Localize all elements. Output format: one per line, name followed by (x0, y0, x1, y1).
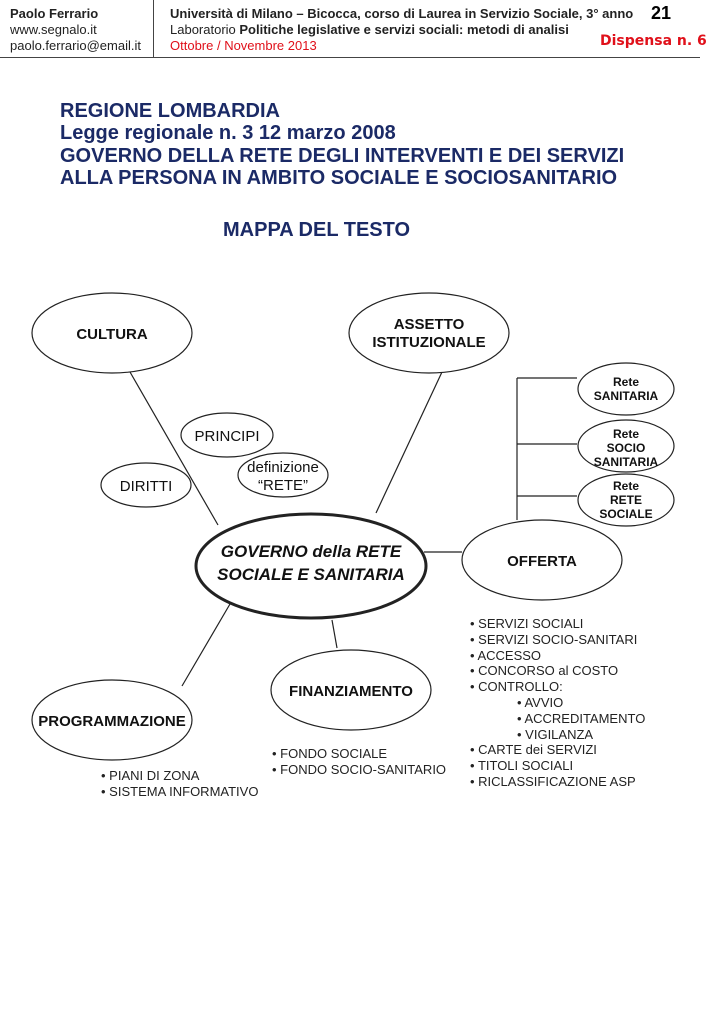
label-rete: SANITARIA (594, 455, 659, 469)
connector (331, 619, 338, 649)
label-programmazione: PROGRAMMAZIONE (38, 713, 186, 730)
website: www.segnalo.it (10, 22, 97, 37)
email: paolo.ferrario@email.it (10, 38, 141, 53)
list-item: • RICLASSIFICAZIONE ASP (470, 773, 636, 789)
course-line: Università di Milano – Bicocca, corso di… (170, 6, 634, 21)
label-rete: SOCIALE (599, 507, 652, 521)
author-name: Paolo Ferrario (10, 6, 99, 21)
node-offerta (461, 519, 623, 601)
label-cultura: CULTURA (76, 326, 148, 343)
label-rete: SOCIO (607, 441, 646, 455)
label-rete: Rete (613, 427, 639, 441)
list-item: • CONTROLLO: (470, 679, 563, 695)
label-rete: Rete (613, 375, 639, 389)
finanziamento-list: • FONDO SOCIALE • FONDO SOCIO-SANITARIO (272, 746, 446, 778)
list-item: • SERVIZI SOCIALI (470, 616, 584, 631)
connector (181, 603, 231, 687)
list-item: • ACCREDITAMENTO (517, 710, 646, 726)
header-divider (153, 0, 154, 57)
node-rete-sociale (577, 473, 675, 527)
label-assetto: ASSETTO (394, 316, 465, 333)
node-finanziamento (270, 649, 432, 731)
label-diritti: DIRITTI (120, 478, 173, 495)
node-programmazione (31, 679, 193, 761)
list-item: • SERVIZI SOCIO-SANITARI (470, 631, 638, 647)
list-item: • CONCORSO al COSTO (470, 663, 619, 679)
header-rule (0, 57, 700, 58)
node-center (194, 512, 428, 620)
node-rete-socio-sanitaria (577, 419, 675, 473)
node-definizione (237, 452, 329, 498)
lab-prefix: Laboratorio (170, 22, 240, 37)
title-line: REGIONE LOMBARDIA (60, 100, 280, 122)
node-cultura (31, 292, 193, 374)
list-item: • ACCESSO (470, 647, 542, 663)
label-offerta: OFFERTA (507, 553, 577, 570)
list-item: • FONDO SOCIO-SANITARIO (272, 761, 447, 777)
label-center: SOCIALE E SANITARIA (217, 565, 405, 584)
label-principi: PRINCIPI (194, 428, 259, 445)
programmazione-list: • PIANI DI ZONA • SISTEMA INFORMATIVO (101, 768, 258, 800)
dispensa-label: Dispensa n. 6 (600, 33, 707, 49)
label-center: GOVERNO della RETE (221, 542, 402, 561)
title-line: Legge regionale n. 3 12 marzo 2008 (60, 122, 396, 144)
lab-name: Politiche legislative e servizi sociali:… (239, 22, 569, 37)
subtitle: MAPPA DEL TESTO (223, 219, 411, 241)
offerta-list: • SERVIZI SOCIALI • SERVIZI SOCIO-SANITA… (470, 616, 645, 790)
label-finanziamento: FINANZIAMENTO (289, 683, 413, 700)
list-item: • SISTEMA INFORMATIVO (101, 783, 259, 799)
label-rete: RETE (610, 493, 642, 507)
node-principi (180, 412, 274, 458)
connector (375, 371, 443, 514)
label-rete: Rete (613, 479, 639, 493)
label-definizione: “RETE” (258, 477, 308, 494)
list-item: • CARTE dei SERVIZI (470, 742, 597, 758)
period: Ottobre / Novembre 2013 (170, 38, 317, 53)
list-item: • FONDO SOCIALE (272, 746, 388, 761)
label-definizione: definizione (247, 459, 319, 476)
node-assetto (348, 292, 510, 374)
list-item: • VIGILANZA (517, 726, 594, 742)
node-diritti (100, 462, 192, 508)
list-item: • AVVIO (517, 694, 564, 710)
label-rete: SANITARIA (594, 389, 659, 403)
list-item: • TITOLI SOCIALI (470, 758, 574, 774)
title-line: GOVERNO DELLA RETE DEGLI INTERVENTI E DE… (60, 145, 625, 167)
label-assetto: ISTITUZIONALE (372, 334, 485, 351)
page-number: 21 (651, 3, 672, 23)
lab-line: Laboratorio Politiche legislative e serv… (170, 22, 569, 38)
list-item: • PIANI DI ZONA (101, 768, 200, 783)
node-rete-sanitaria (577, 362, 675, 416)
title-line: ALLA PERSONA IN AMBITO SOCIALE E SOCIOSA… (60, 167, 618, 189)
connector (129, 371, 219, 526)
